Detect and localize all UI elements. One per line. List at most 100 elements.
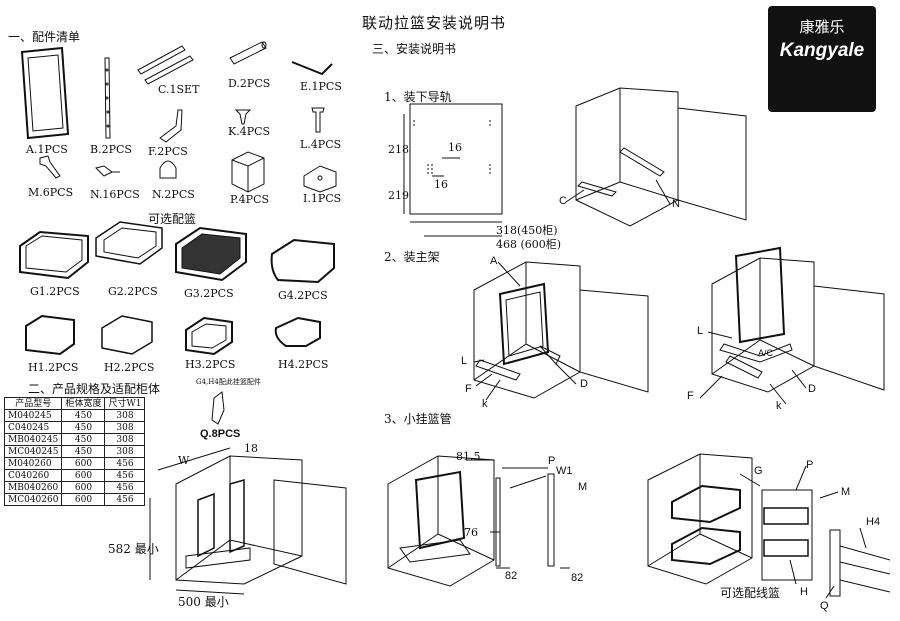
part-m-screw (39, 155, 61, 179)
basket-label-g2: G2.2PCS (108, 285, 158, 298)
part-n-screw-small (95, 165, 120, 177)
dim-82b: 82 (571, 572, 584, 584)
dim-18: 18 (244, 442, 258, 455)
optional-wire-baskets: 可选配线篮 (720, 586, 781, 600)
part-p-bracket-box (231, 151, 265, 193)
basket-g2 (95, 221, 163, 265)
label-c: C (559, 195, 567, 207)
spec-table-header: 产品型号 柜体宽度 尺寸W1 (3, 397, 146, 410)
label-h: H (800, 586, 808, 598)
part-label-p: P.4PCS (230, 193, 270, 206)
label-d2: D (808, 383, 816, 395)
step1-cabinet-3d (565, 87, 747, 227)
part-f-bracket (159, 109, 183, 143)
basket-label-g3: G3.2PCS (184, 287, 234, 300)
label-l: L (461, 355, 468, 367)
section-parts-heading: 一、配件清单 (8, 30, 81, 44)
dim-76: 76 (464, 526, 478, 539)
step1-rail-diagram (403, 103, 503, 237)
optional-baskets-label: 可选配篮 (148, 212, 197, 226)
part-b-upright (104, 57, 111, 139)
width-cell: 450 (61, 409, 106, 422)
brand-en: Kangyale (779, 40, 865, 61)
label-g: G (754, 465, 763, 477)
basket-label-h3: H3.2PCS (185, 358, 236, 371)
part-label-n2: N.2PCS (152, 188, 195, 201)
dim-16a: 16 (448, 141, 462, 154)
part-l-bolt (311, 107, 325, 133)
brand-cn: 康雅乐 (799, 18, 845, 36)
step3-detail-inset (825, 527, 891, 599)
q-label: Q.8PCS (200, 428, 241, 440)
model-cell: MC040245 (3, 445, 63, 458)
basket-g4 (270, 238, 335, 284)
part-e-hex-key (291, 61, 333, 76)
dim-318: 318(450柜) (496, 224, 558, 237)
label-n: N (672, 198, 680, 210)
label-p2: P (806, 459, 814, 471)
dim-468: 468 (600柜) (496, 238, 562, 251)
basket-h4 (274, 316, 321, 347)
part-c-rail-set (137, 45, 194, 85)
label-d: D (580, 378, 588, 390)
dim-16b: 16 (434, 178, 448, 191)
dim-height-min: 582 最小 (108, 542, 159, 556)
label-l2: L (697, 325, 704, 337)
hook-q-part (211, 391, 225, 425)
hook-note: G4,H4配此挂篮配件 (196, 378, 261, 386)
step2-cabinet-right (699, 246, 885, 405)
label-f: F (465, 383, 472, 395)
width-cell: 600 (61, 493, 106, 506)
step2-heading: 2、装主架 (384, 250, 440, 264)
basket-g1 (19, 230, 89, 280)
label-k: k (482, 398, 488, 410)
label-ac: A/C (758, 348, 774, 358)
step3-cabinet-left (387, 455, 570, 587)
dim-82a: 82 (505, 570, 518, 582)
basket-label-h1: H1.2PCS (28, 361, 79, 374)
basket-h3 (185, 316, 233, 356)
label-f2: F (687, 390, 694, 402)
section-install-heading: 三、安装说明书 (372, 42, 457, 56)
basket-label-g4: G4.2PCS (278, 289, 328, 302)
part-d-tube (229, 41, 267, 65)
part-label-d: D.2PCS (228, 77, 271, 90)
part-a-frame (20, 46, 70, 140)
section-spec-heading: 二、产品规格及适配柜体 (28, 382, 161, 396)
brand-logo: 康雅乐 Kangyale (768, 6, 876, 112)
label-p: P (548, 455, 556, 467)
step3-cabinet-right (647, 453, 839, 585)
dim-w: W (178, 454, 190, 467)
part-label-b: B.2PCS (90, 143, 132, 156)
part-label-n16: N.16PCS (90, 188, 140, 201)
step2-cabinet-left (473, 261, 649, 401)
step3-heading: 3、小挂篮管 (384, 412, 452, 426)
basket-label-g1: G1.2PCS (30, 285, 80, 298)
part-label-e: E.1PCS (300, 80, 342, 93)
part-label-k: K.4PCS (228, 125, 271, 138)
basket-h1 (25, 314, 75, 356)
part-n-cap (159, 160, 177, 179)
label-h4: H4 (866, 516, 881, 528)
model-cell: MC040260 (3, 493, 63, 506)
part-k-screw (234, 109, 252, 125)
part-label-a: A.1PCS (26, 143, 68, 156)
basket-h2 (101, 315, 153, 355)
step1-heading: 1、装下导轨 (384, 90, 452, 104)
label-q: Q (820, 600, 829, 612)
basket-g3 (175, 226, 247, 282)
part-label-f: F.2PCS (148, 145, 188, 158)
part-i-plate (303, 165, 337, 193)
basket-label-h2: H2.2PCS (104, 361, 155, 374)
part-label-c: C.1SET (158, 83, 200, 96)
label-m: M (578, 481, 588, 493)
part-label-i: I.1PCS (303, 192, 342, 205)
label-m2: M (841, 486, 851, 498)
